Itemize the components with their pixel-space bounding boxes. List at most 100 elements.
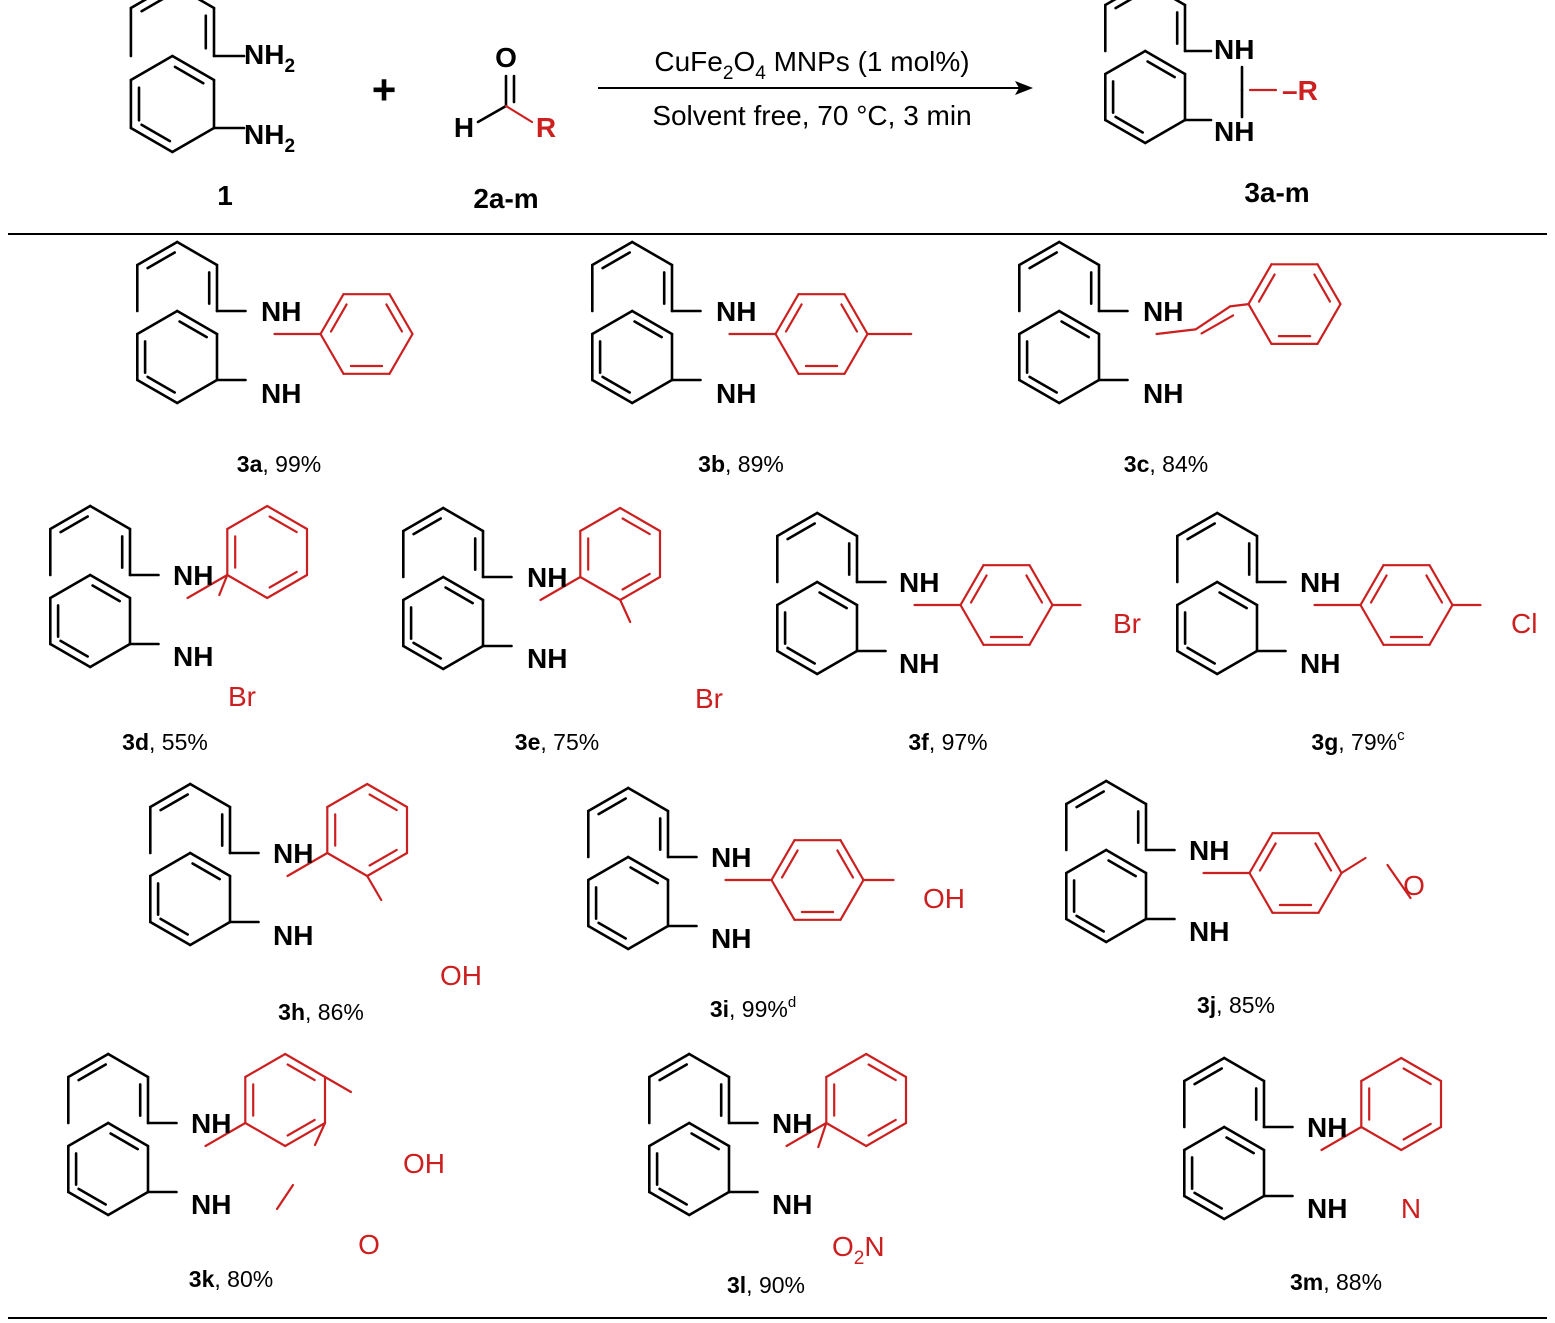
core-3e-bond — [401, 644, 445, 671]
aryl-3g-ring-inner-bond — [1425, 574, 1444, 604]
core-3g-inner-bond — [1218, 591, 1248, 610]
aryl-3a-ring-bond — [388, 293, 414, 336]
aryl-3h-ring-bond — [326, 782, 369, 809]
aryl-3j-ring-inner-bond — [1314, 842, 1333, 872]
aryl-3c-ring-bond — [1247, 303, 1273, 345]
core-3f-bond — [775, 649, 819, 676]
reactant1-naphthalene-bond — [129, 54, 174, 82]
aryl-3j-ring-inner-bond — [1258, 842, 1277, 872]
core-3c-bond — [1057, 309, 1101, 336]
aryl-3k-ring-inner-bond — [286, 1063, 316, 1082]
core-3e-bond — [441, 575, 485, 602]
nh-top-3j: NH — [1189, 835, 1229, 866]
nh-top-3f: NH — [899, 567, 939, 598]
core-3m-bond — [1183, 1056, 1226, 1083]
aryl-3b-ring-bond — [774, 293, 800, 336]
core-3h-inner-bond — [159, 793, 189, 812]
aryl-3l-ring-bond — [865, 1052, 908, 1079]
core-3h-bond — [149, 920, 192, 947]
core-3j-inner-bond — [1075, 914, 1105, 933]
nh-top-3l: NH — [772, 1108, 812, 1139]
core-3m-bond — [1222, 1125, 1266, 1152]
core-3e-inner-bond — [444, 586, 475, 605]
nh-bottom-3g: NH — [1300, 648, 1340, 679]
methoxy-3k-bond — [313, 1121, 327, 1147]
aryl-3m-ring-inner-bond — [1402, 1122, 1432, 1141]
core-3f-inner-bond — [786, 646, 817, 665]
core-3j-bond — [1104, 848, 1148, 875]
core-3i-inner-bond — [629, 866, 660, 885]
aryl-3a-ring-bond — [388, 332, 414, 375]
aryl-3m-ring-bond — [1400, 1125, 1443, 1152]
caption-3h: 3h, 86% — [278, 999, 364, 1025]
aryl-3l-link-bond — [785, 1121, 828, 1148]
aryl-3f-ring-inner-bond — [969, 574, 988, 604]
bromo-3e-bond — [619, 598, 632, 624]
caption-3m: 3m, 88% — [1290, 1269, 1382, 1295]
aryl-3j-ring-bond — [1248, 871, 1274, 914]
core-3j-inner-bond — [1107, 859, 1137, 878]
core-3h-inner-bond — [159, 917, 189, 936]
aldehyde-hydrogen: H — [454, 112, 474, 143]
core-3g-inner-bond — [1186, 522, 1216, 541]
reactant1-naphthalene-inner-bond — [140, 123, 172, 143]
nh-top-3k: NH — [191, 1108, 231, 1139]
aryl-3f-ring-inner-bond — [1025, 574, 1044, 604]
aryl-3g-ring-bond — [1428, 564, 1454, 607]
nh-bottom-3j: NH — [1189, 916, 1229, 947]
aryl-3g-ring-bond — [1359, 564, 1385, 607]
core-3l-bond — [687, 1052, 731, 1079]
aryl-3e-ring-bond — [579, 506, 622, 533]
core-3a-inner-bond — [146, 251, 176, 270]
methoxy-3j-bond — [1340, 856, 1367, 875]
core-3m-bond — [1222, 1194, 1266, 1221]
core-3h-bond — [188, 920, 232, 947]
bond-layer — [48, 0, 1482, 1221]
core-3i-bond — [626, 924, 670, 951]
core-3b-inner-bond — [601, 251, 632, 270]
core-3b-bond — [630, 378, 674, 405]
core-3h-bond — [188, 851, 232, 878]
aryl-3b-ring-bond — [843, 293, 869, 336]
aryl-3d-ring-bond — [226, 504, 269, 531]
reactant1-naphthalene-bond — [129, 126, 174, 154]
substituent-3f: Br — [1113, 608, 1141, 639]
product-naphthalene-bond — [1104, 49, 1147, 76]
caption-3a: 3a, 99% — [237, 451, 321, 477]
core-3k-bond — [106, 1121, 150, 1148]
core-3k-inner-bond — [77, 1187, 107, 1206]
aryl-3b-ring-bond — [843, 332, 869, 375]
core-3h-inner-bond — [191, 862, 221, 881]
aryl-3j-ring-bond — [1317, 832, 1343, 875]
caption-3l: 3l, 90% — [727, 1272, 805, 1298]
core-3a-bond — [175, 240, 219, 267]
core-3a-inner-bond — [146, 375, 176, 394]
nh-top-3a: NH — [261, 296, 301, 327]
caption-3e: 3e, 75% — [515, 729, 599, 755]
nitro-3l-bond — [817, 1121, 828, 1149]
core-3f-bond — [815, 511, 859, 538]
core-3i-inner-bond — [597, 797, 628, 816]
core-3k-inner-bond — [109, 1132, 139, 1151]
aryl-3d-ring-bond — [226, 573, 269, 600]
core-3j-bond — [1104, 917, 1148, 944]
core-3b-bond — [630, 240, 674, 267]
reactant1-label: 1 — [217, 180, 233, 211]
product-label: 3a-m — [1244, 177, 1309, 208]
nh-top-3h: NH — [273, 838, 313, 869]
aryl-3g-ring-bond — [1359, 603, 1385, 646]
core-3i-bond — [626, 786, 670, 813]
core-3k-inner-bond — [77, 1063, 107, 1082]
core-3b-bond — [630, 309, 674, 336]
aldehyde-cr-bond — [504, 104, 534, 124]
core-3m-inner-bond — [1225, 1136, 1255, 1155]
substituent-3d: Br — [228, 681, 256, 712]
core-3b-bond — [590, 309, 634, 336]
caption-3d: 3d, 55% — [122, 729, 208, 755]
aryl-3e-ring-inner-bond — [621, 517, 651, 536]
core-3m-bond — [1183, 1125, 1226, 1152]
core-3k-bond — [106, 1052, 150, 1079]
core-3l-bond — [647, 1121, 691, 1148]
reactant1-naphthalene-bond — [171, 126, 216, 154]
core-3f-bond — [775, 511, 819, 538]
